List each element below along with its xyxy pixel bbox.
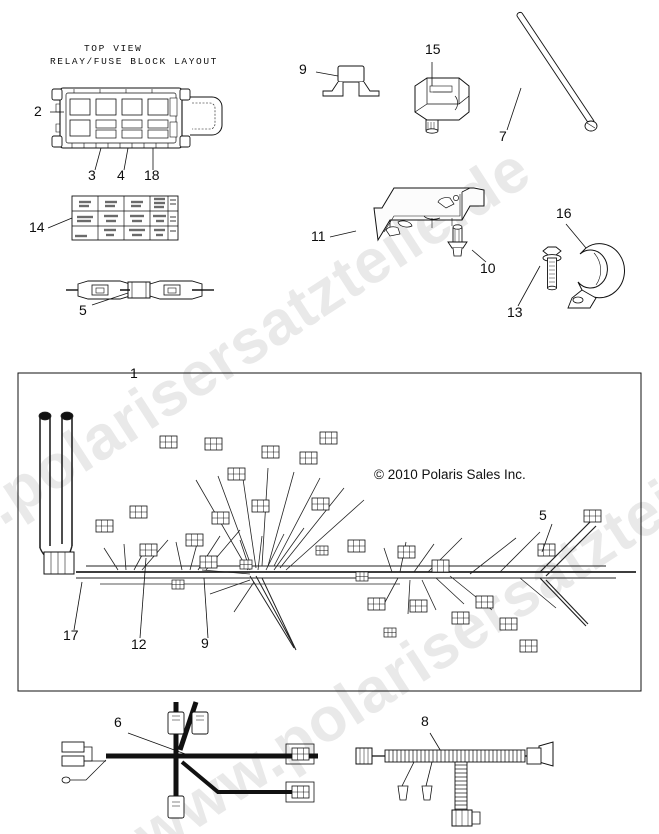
callout-14: 14 (29, 219, 45, 235)
callout-17: 17 (63, 627, 79, 643)
fuse-block-art (51, 87, 223, 149)
callout-2: 2 (34, 103, 42, 119)
callout-9-top: 9 (299, 61, 307, 77)
legend-table-art (71, 195, 179, 241)
callout-1: 1 (130, 365, 138, 381)
clip-art-top (322, 65, 380, 97)
callout-10: 10 (480, 260, 496, 276)
copyright-notice: © 2010 Polaris Sales Inc. (374, 467, 526, 482)
inline-jumper-art (66, 280, 214, 300)
connector-housing-art (414, 77, 470, 134)
callout-4: 4 (117, 167, 125, 183)
main-harness-art (38, 411, 636, 651)
accessory-harness-art (61, 701, 318, 819)
heading-top-view: TOP VIEW (84, 43, 143, 54)
callout-13: 13 (507, 304, 523, 320)
heading-relay-fuse-block-layout: RELAY/FUSE BLOCK LAYOUT (50, 56, 218, 67)
push-rivet-art (447, 224, 468, 257)
callout-12: 12 (131, 636, 147, 652)
antenna-rod-art (516, 12, 598, 132)
main-harness-frame (17, 372, 642, 692)
callout-5-upper: 5 (79, 302, 87, 318)
callout-3: 3 (88, 167, 96, 183)
cable-clamp-art (567, 243, 625, 309)
callout-7: 7 (499, 128, 507, 144)
callout-18: 18 (144, 167, 160, 183)
callout-11: 11 (311, 228, 326, 244)
callout-9-harness: 9 (201, 635, 209, 651)
callout-16: 16 (556, 205, 572, 221)
loom-harness-art (355, 741, 554, 827)
mounting-bracket-art (373, 187, 485, 242)
callout-8: 8 (421, 713, 429, 729)
callout-5-harness: 5 (539, 507, 547, 523)
callout-15: 15 (425, 41, 441, 57)
flange-bolt-art (542, 246, 562, 291)
callout-6: 6 (114, 714, 122, 730)
